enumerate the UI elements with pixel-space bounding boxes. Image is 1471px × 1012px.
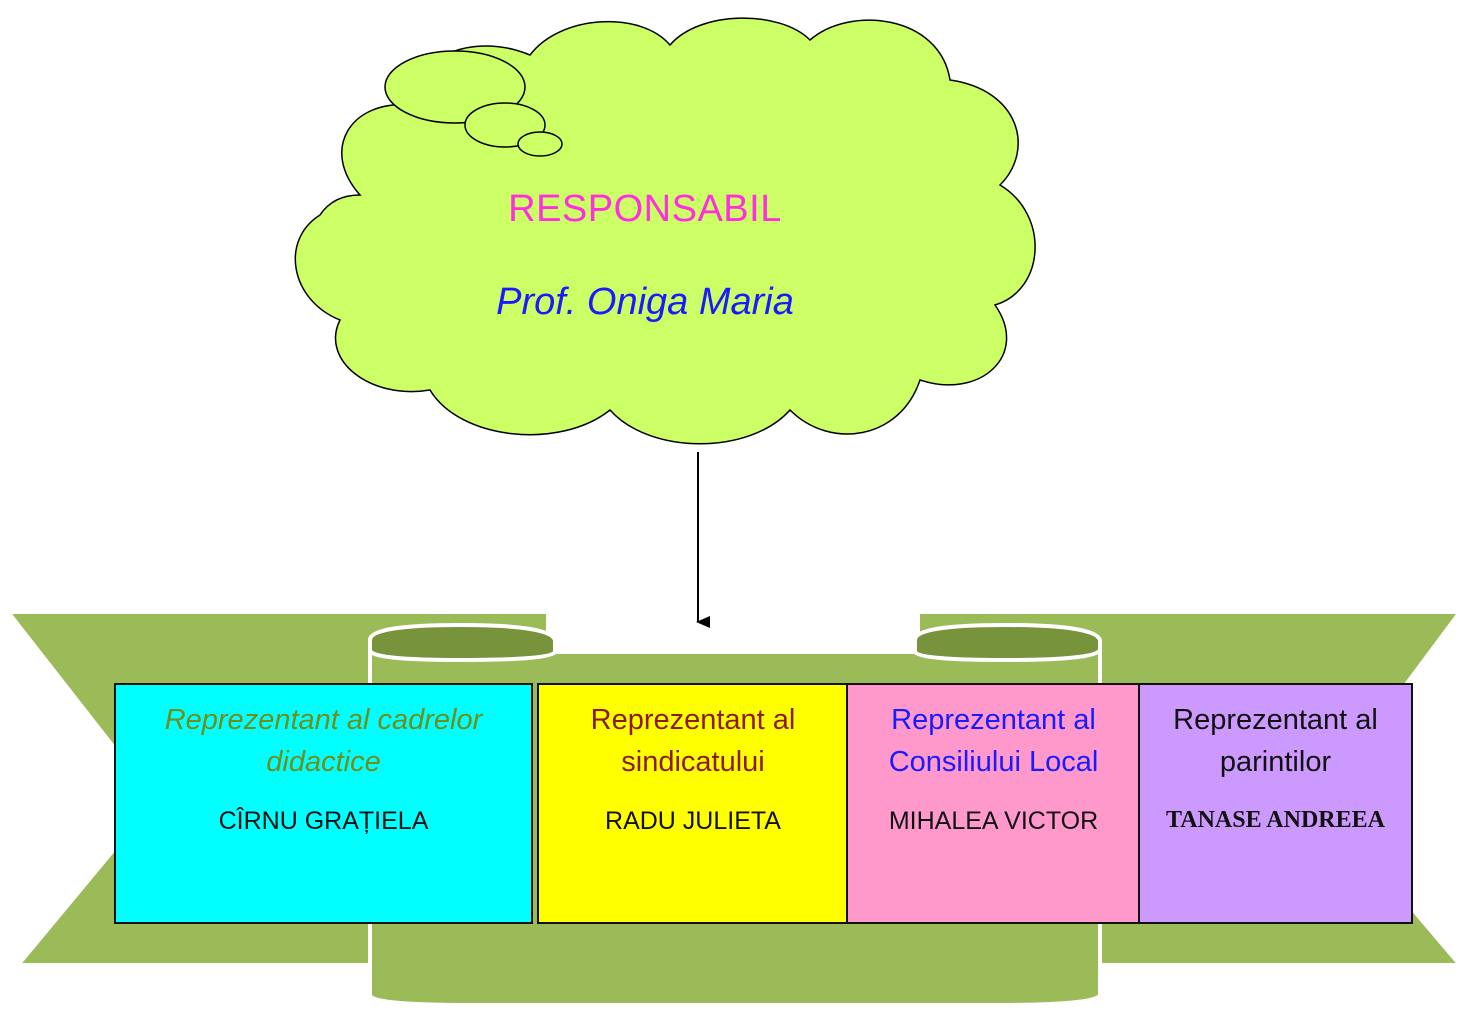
member-name: MIHALEA VICTOR <box>888 807 1099 835</box>
member-role: Reprezentant al parintilor <box>1173 704 1378 778</box>
member-name: TANASE ANDREEA <box>1166 807 1385 833</box>
member-role: Reprezentant al sindicatului <box>590 704 796 778</box>
responsabil-name: Prof. Oniga Maria <box>496 281 794 323</box>
member-box-cadre-didactice: Reprezentant al cadrelor didactice CÎRNU… <box>114 683 533 924</box>
thought-bubble-small <box>517 131 563 157</box>
responsabil-title: RESPONSABIL <box>508 188 782 230</box>
member-box-parinti: Reprezentant al parintilor TANASE ANDREE… <box>1138 683 1413 924</box>
member-box-consiliul-local: Reprezentant al Consiliului Local MIHALE… <box>846 683 1141 924</box>
member-name: CÎRNU GRAȚIELA <box>218 807 429 835</box>
member-role: Reprezentant al Consiliului Local <box>888 704 1099 778</box>
member-role: Reprezentant al cadrelor didactice <box>164 704 483 778</box>
member-name: RADU JULIETA <box>605 807 781 835</box>
member-box-sindicat: Reprezentant al sindicatului RADU JULIET… <box>537 683 849 924</box>
